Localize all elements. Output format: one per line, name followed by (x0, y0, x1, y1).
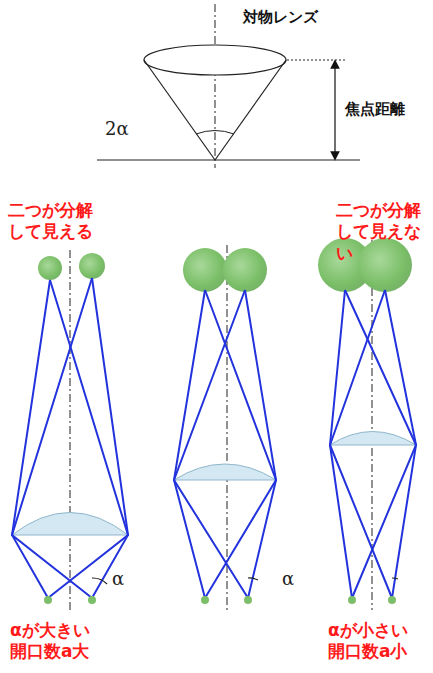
small-aperture-note: αが小さい 開口数a小 (328, 620, 428, 663)
resolved-heading: 二つが分解 して見える (8, 200, 100, 243)
ray-diagram-small-alpha (318, 238, 416, 610)
large-aperture-note: αが大きい 開口数a大 (10, 620, 106, 663)
ray-diagram-large-alpha (12, 250, 128, 610)
unresolved-heading: 二つが分解 して見えない (336, 200, 428, 264)
ray-diagram-medium-alpha (174, 245, 276, 610)
alpha-label: α (112, 568, 124, 591)
focal-length-label: 焦点距離 (345, 100, 405, 119)
alpha-label: α (282, 568, 294, 591)
lens-label: 対物レンズ (243, 8, 318, 27)
angle-label: 2α (105, 118, 129, 141)
objective-cone (97, 4, 360, 168)
